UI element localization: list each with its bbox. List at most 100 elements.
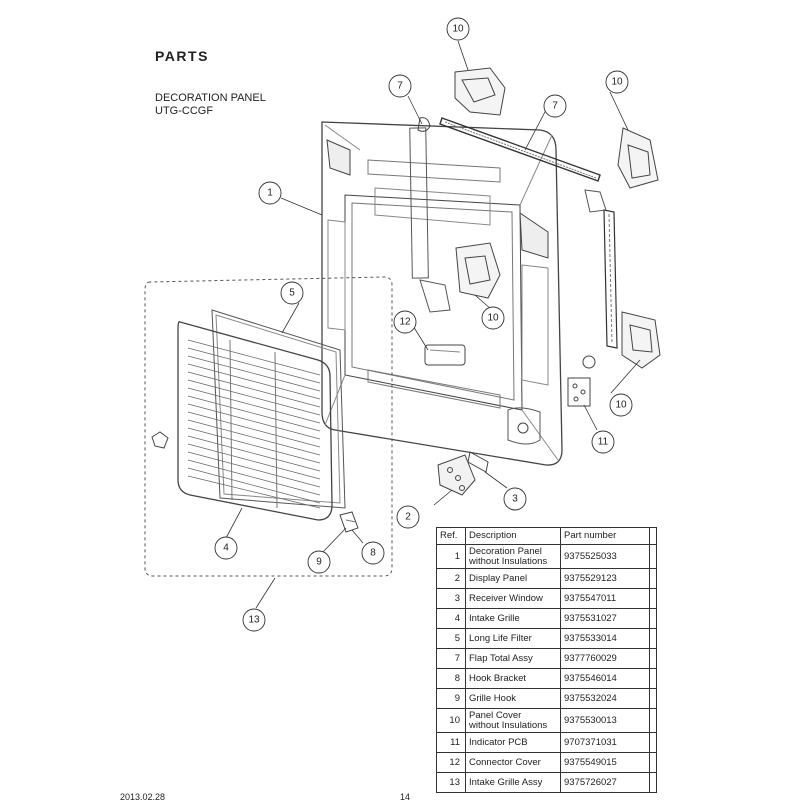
- table-row: 2 Display Panel 9375529123: [436, 568, 657, 589]
- row-part-number: 9375547011: [560, 588, 650, 609]
- row-description: Intake Grille Assy: [465, 772, 561, 793]
- indicator-pcb: [567, 377, 591, 407]
- row-ref: 7: [436, 648, 466, 669]
- intake-grille: [177, 321, 333, 521]
- row-ref: 2: [436, 568, 466, 589]
- callout-circle-13: [242, 608, 266, 632]
- row-description: Connector Cover: [465, 752, 561, 773]
- parts-table-header: Ref. Description Part number: [436, 527, 657, 545]
- row-description: Indicator PCB: [465, 732, 561, 753]
- callout-circle-11: [591, 430, 615, 454]
- row-part-number: 9375529123: [560, 568, 650, 589]
- row-part-number: 9375530013: [560, 708, 650, 733]
- row-part-number: 9375549015: [560, 752, 650, 773]
- table-row: 3 Receiver Window 9375547011: [436, 588, 657, 609]
- long-life-filter: [211, 309, 346, 509]
- col-ref: Ref.: [436, 527, 466, 545]
- row-description: Grille Hook: [465, 688, 561, 709]
- decoration-panel: [321, 121, 563, 466]
- callout-2: 2: [405, 512, 411, 523]
- row-ref: 12: [436, 752, 466, 773]
- callout-circle-4: [214, 536, 238, 560]
- hook-bracket: [339, 511, 359, 533]
- intake-grille-assy-outline: [144, 276, 393, 577]
- callout-9: 9: [316, 557, 322, 568]
- table-row: 4 Intake Grille 9375531027: [436, 608, 657, 629]
- display-panel: [437, 454, 476, 496]
- row-ref: 10: [436, 708, 466, 733]
- row-part-number: 9375525033: [560, 544, 650, 569]
- row-part-number: 9375726027: [560, 772, 650, 793]
- row-part-number: 9377760029: [560, 648, 650, 669]
- flap-left: [409, 117, 431, 279]
- leader-lines: [225, 40, 641, 609]
- row-description: Flap Total Assy: [465, 648, 561, 669]
- callout-circle-1: [258, 181, 282, 205]
- panel-cover-center: [455, 242, 501, 299]
- row-description: Long Life Filter: [465, 628, 561, 649]
- callout-circle-3: [503, 487, 527, 511]
- callout-1: 1: [267, 188, 273, 199]
- table-row: 5 Long Life Filter 9375533014: [436, 628, 657, 649]
- callout-10a: 10: [452, 24, 464, 35]
- panel-cover-top: [454, 67, 506, 116]
- panel-name: DECORATION PANEL: [155, 92, 266, 104]
- callout-circle-9: [307, 550, 331, 574]
- callout-7b: 7: [552, 101, 558, 112]
- panel-cover-right-bottom: [621, 311, 661, 369]
- row-ref: 1: [436, 544, 466, 569]
- grille-hook-left: [151, 431, 169, 449]
- callout-3: 3: [512, 494, 518, 505]
- callout-circle-7b: [543, 94, 567, 118]
- row-part-number: 9375531027: [560, 608, 650, 629]
- connector-cover: [424, 344, 466, 366]
- row-ref: 5: [436, 628, 466, 649]
- receiver-window: [467, 451, 489, 473]
- callout-circle-10d: [609, 393, 633, 417]
- callout-circle-10a: [446, 17, 470, 41]
- model-number: UTG-CCGF: [155, 105, 214, 117]
- callout-circle-2: [396, 505, 420, 529]
- page-number: 14: [400, 792, 411, 802]
- callout-circle-7a: [388, 74, 412, 98]
- row-description: Display Panel: [465, 568, 561, 589]
- callout-13: 13: [248, 615, 260, 626]
- callout-10c: 10: [487, 313, 499, 324]
- col-blank: [649, 527, 657, 545]
- flap-right: [603, 209, 618, 349]
- row-part-number: 9707371031: [560, 732, 650, 753]
- flap-motor: [419, 189, 607, 369]
- callout-circle-5: [280, 281, 304, 305]
- panel-model: DECORATION PANEL UTG-CCGF: [155, 92, 266, 118]
- row-ref: 4: [436, 608, 466, 629]
- callout-7a: 7: [397, 81, 403, 92]
- row-ref: 9: [436, 688, 466, 709]
- callout-12: 12: [399, 317, 411, 328]
- row-description: Hook Bracket: [465, 668, 561, 689]
- row-description: Intake Grille: [465, 608, 561, 629]
- table-row: 11 Indicator PCB 9707371031: [436, 732, 657, 753]
- panel-cover-right-top: [617, 127, 659, 189]
- row-part-number: 9375546014: [560, 668, 650, 689]
- table-row: 7 Flap Total Assy 9377760029: [436, 648, 657, 669]
- callout-5: 5: [289, 288, 295, 299]
- callout-10d: 10: [615, 400, 627, 411]
- row-part-number: 9375533014: [560, 628, 650, 649]
- page-title: PARTS: [155, 48, 209, 64]
- row-description: Receiver Window: [465, 588, 561, 609]
- callout-8: 8: [370, 548, 376, 559]
- callout-circle-10b: [605, 70, 629, 94]
- col-part-number: Part number: [560, 527, 650, 545]
- table-row: 13 Intake Grille Assy 9375726027: [436, 772, 657, 793]
- row-ref: 3: [436, 588, 466, 609]
- callout-10b: 10: [611, 77, 623, 88]
- table-row: 8 Hook Bracket 9375546014: [436, 668, 657, 689]
- footer-date: 2013.02.28: [120, 792, 166, 802]
- flap-top: [439, 117, 601, 182]
- callout-11: 11: [598, 437, 609, 448]
- col-description: Description: [465, 527, 561, 545]
